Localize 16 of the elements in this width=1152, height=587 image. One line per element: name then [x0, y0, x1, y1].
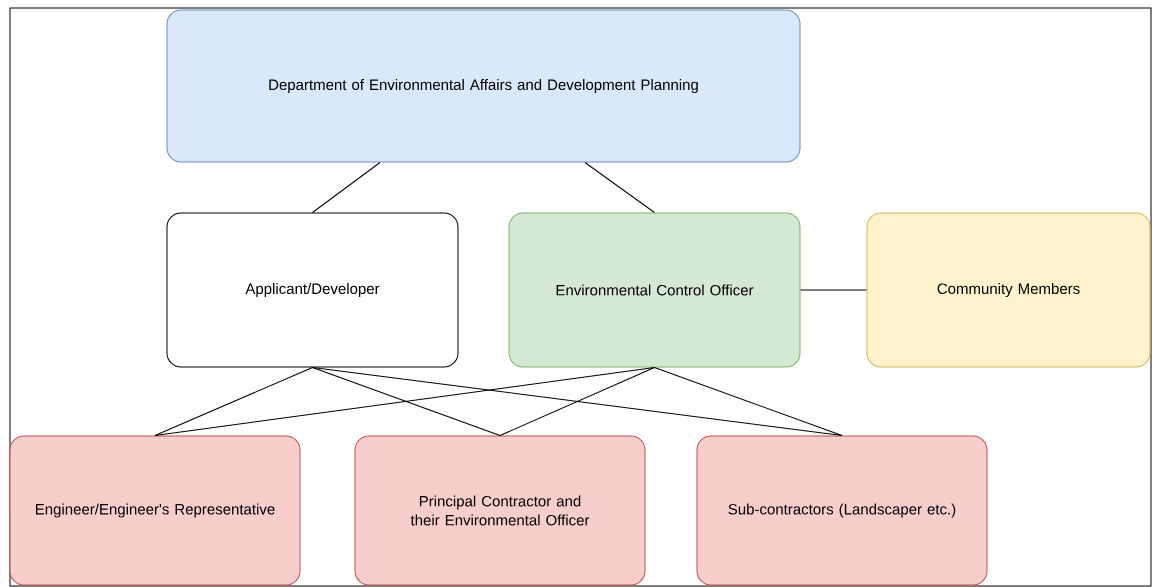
- connector-line: [312, 367, 501, 436]
- connector-line: [654, 367, 843, 436]
- officer-box: Environmental Control Officer: [508, 212, 801, 368]
- connector-line: [584, 162, 655, 213]
- connector-line: [154, 367, 313, 436]
- subcontractor-box: Sub-contractors (Landscaper etc.): [696, 435, 988, 586]
- connector-line: [154, 367, 655, 436]
- engineer-box: Engineer/Engineer's Representative: [9, 435, 301, 586]
- connector-line: [312, 367, 843, 436]
- community-box: Community Members: [866, 212, 1151, 368]
- applicant-box: Applicant/Developer: [166, 212, 459, 368]
- department-box: Department of Environmental Affairs and Development Planning: [166, 9, 801, 163]
- connector-line: [312, 162, 381, 213]
- contractor-box: Principal Contractor and their Environmental Officer: [354, 435, 646, 586]
- connector-line: [800, 289, 867, 291]
- connector-line: [499, 367, 655, 436]
